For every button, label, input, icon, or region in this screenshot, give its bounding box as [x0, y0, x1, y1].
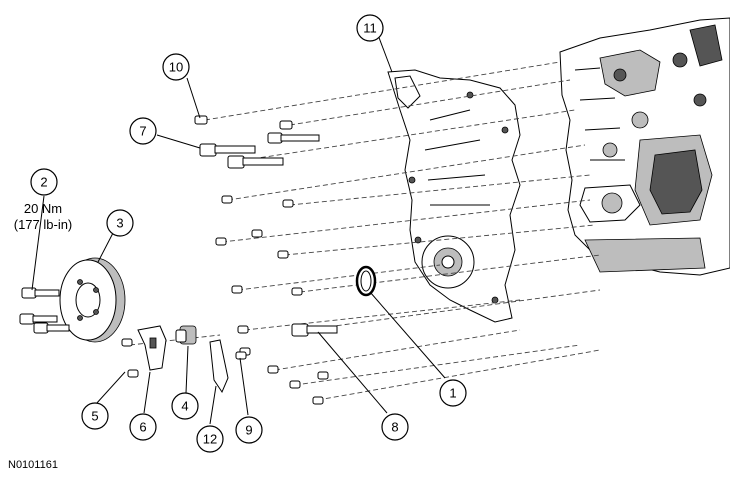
bolt-e	[277, 250, 289, 259]
sensor-bolt-5	[121, 338, 139, 378]
callout-12-label: 12	[203, 432, 217, 447]
bolt-d	[251, 229, 263, 238]
callout-10: 10	[162, 53, 190, 81]
bolt-c	[215, 237, 227, 246]
callout-11-label: 11	[363, 21, 377, 36]
torque-value-nm: 20 Nm	[24, 201, 62, 216]
ckp-sensor-bracket	[137, 325, 167, 371]
callout-3: 3	[106, 209, 134, 237]
bolt-f	[231, 285, 243, 294]
callout-9: 9	[235, 416, 263, 444]
engine-front-cover	[387, 69, 521, 323]
callout-7-label: 7	[139, 124, 146, 139]
callout-2-label: 2	[40, 175, 47, 190]
crankshaft-front-seal	[355, 265, 377, 297]
bolt-top	[279, 120, 293, 130]
bolt-8	[291, 323, 338, 337]
pulley-bolts	[19, 287, 70, 334]
callout-2: 2	[30, 168, 58, 196]
callout-4-label: 4	[181, 399, 188, 414]
callout-9-label: 9	[245, 423, 252, 438]
torque-value-lbin: (177 lb-in)	[14, 217, 73, 232]
bolt-7c	[267, 132, 320, 144]
engine-block	[559, 17, 730, 276]
alignment-lines	[129, 61, 601, 401]
callout-6-label: 6	[139, 420, 146, 435]
bolt-k	[312, 396, 324, 405]
bolt-b	[282, 199, 294, 208]
callout-3-label: 3	[116, 216, 123, 231]
callout-10-label: 10	[169, 60, 183, 75]
callout-5-label: 5	[91, 409, 98, 424]
timing-chain-guide-12	[209, 339, 229, 394]
bolt-l	[317, 371, 329, 380]
callout-12: 12	[196, 425, 224, 453]
callout-1-label: 1	[449, 386, 456, 401]
bolt-9	[235, 351, 247, 360]
leader-lines	[31, 26, 446, 425]
bolt-10	[194, 115, 208, 125]
bolt-a	[221, 195, 233, 204]
callout-7: 7	[129, 117, 157, 145]
bolt-h	[237, 325, 249, 334]
bolt-j	[289, 380, 301, 389]
callout-8-label: 8	[391, 420, 398, 435]
callout-1: 1	[439, 379, 467, 407]
callout-5: 5	[81, 402, 109, 430]
callout-4: 4	[171, 392, 199, 420]
callout-11: 11	[356, 14, 384, 42]
crankshaft-sensor-ring	[175, 325, 197, 345]
bolt-i	[267, 365, 279, 374]
figure-id: N0101161	[8, 459, 58, 471]
bolt-7a	[199, 143, 256, 157]
callout-8: 8	[381, 413, 409, 441]
crankshaft-pulley	[59, 257, 126, 343]
cover-bolts	[194, 115, 338, 405]
bolt-g	[291, 287, 303, 296]
bolt-7b	[227, 155, 284, 169]
callout-6: 6	[129, 413, 157, 441]
